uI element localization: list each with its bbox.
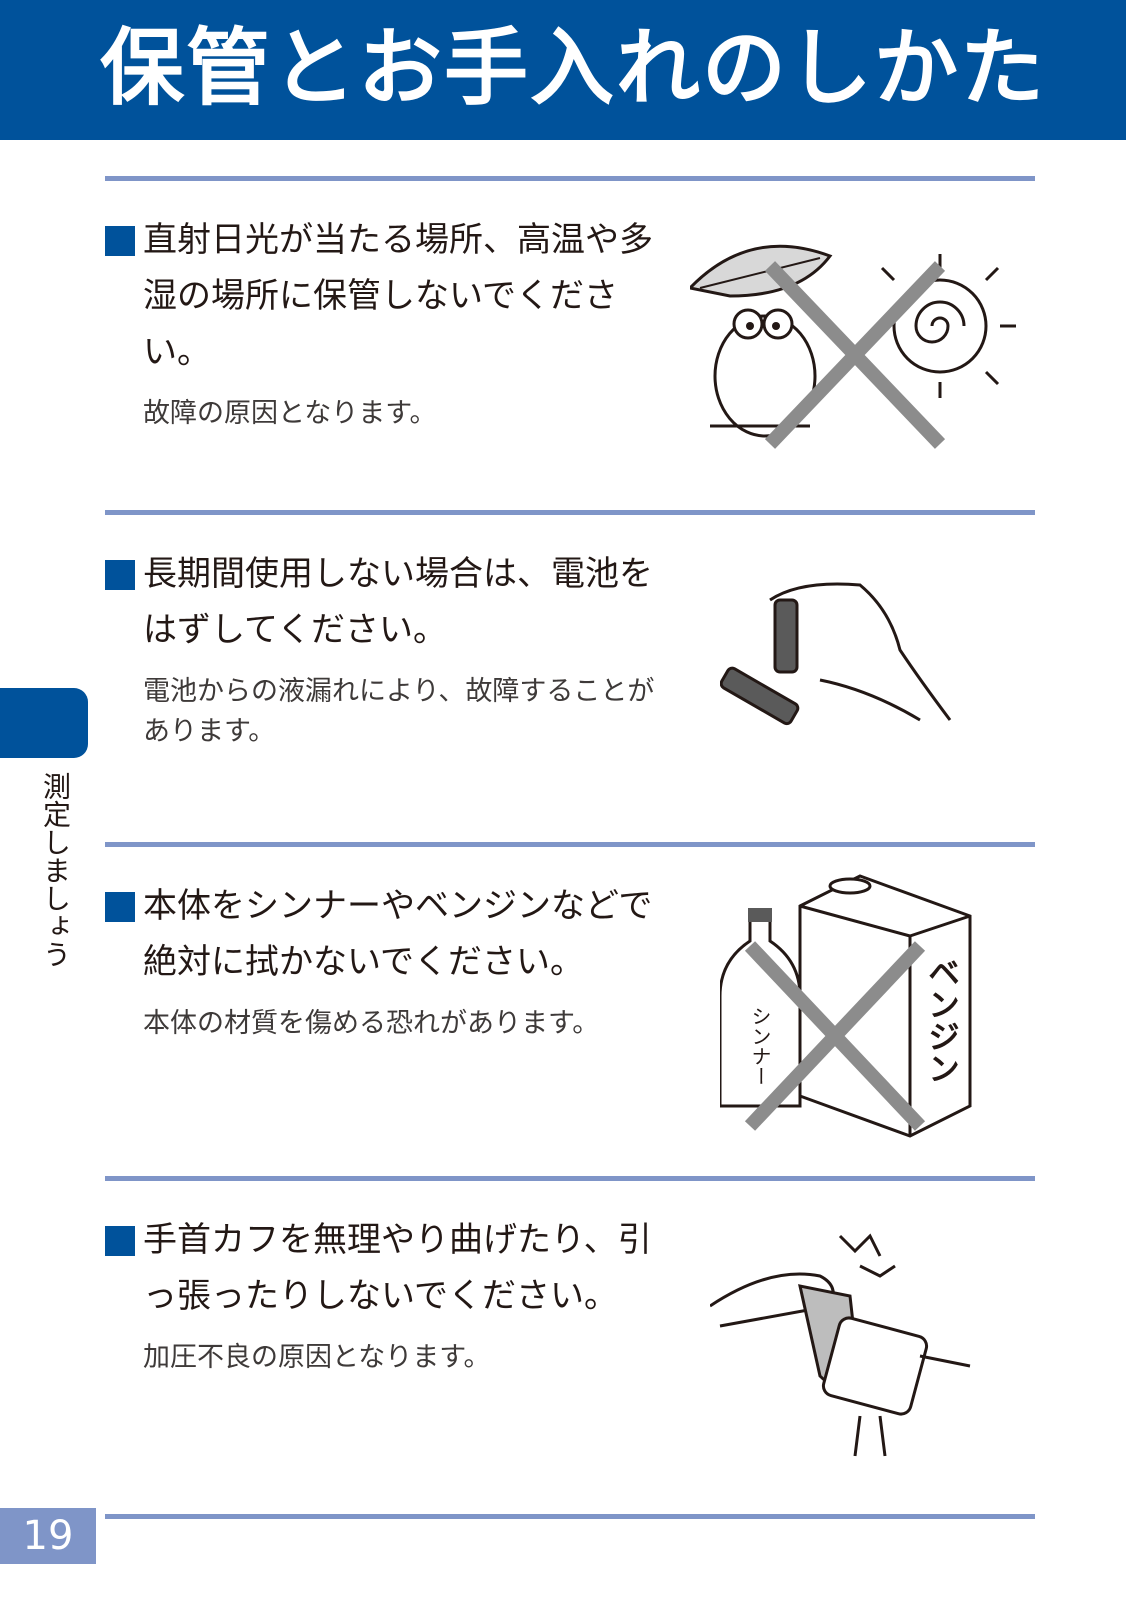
bent-cuff-illustration — [710, 1233, 971, 1457]
section-divider — [105, 1176, 1035, 1181]
chapter-tab — [0, 688, 88, 758]
section-heading: 直射日光が当たる場所、高温や多湿の場所に保管しないでください。 — [143, 220, 653, 372]
section-battery-removal: 長期間使用しない場合は、電池をはずしてください。 電池からの液漏れにより、故障す… — [105, 546, 665, 752]
square-bullet-icon — [105, 892, 135, 922]
benzine-label: ベンジン — [923, 956, 961, 1084]
solvents-prohibited-illustration: ベンジン シンナー — [720, 874, 972, 1138]
section-storage-location: 直射日光が当たる場所、高温や多湿の場所に保管しないでください。 故障の原因となり… — [105, 212, 665, 434]
footer-divider — [105, 1514, 1035, 1519]
section-note: 電池からの液漏れにより、故障することがあります。 — [143, 676, 655, 747]
section-heading: 本体をシンナーやベンジンなどで絶対に拭かないでください。 — [143, 886, 653, 982]
square-bullet-icon — [105, 226, 135, 256]
thinner-label: シンナー — [748, 1006, 772, 1086]
section-note: 加圧不良の原因となります。 — [143, 1342, 491, 1373]
page-title: 保管とお手入れのしかた — [100, 19, 1047, 117]
square-bullet-icon — [105, 560, 135, 590]
square-bullet-icon — [105, 1226, 135, 1256]
hand-battery-illustration — [720, 582, 952, 726]
frog-sun-prohibited-illustration — [690, 244, 1016, 449]
chapter-label: 測定しましょう — [39, 772, 72, 968]
section-divider — [105, 176, 1035, 181]
section-divider — [105, 510, 1035, 515]
page-header: 保管とお手入れのしかた — [0, 0, 1126, 140]
section-heading: 長期間使用しない場合は、電池をはずしてください。 — [143, 554, 653, 650]
section-no-solvents: 本体をシンナーやベンジンなどで絶対に拭かないでください。 本体の材質を傷める恐れ… — [105, 878, 665, 1044]
page-number: 19 — [0, 1508, 96, 1564]
section-cuff-handling: 手首カフを無理やり曲げたり、引っ張ったりしないでください。 加圧不良の原因となり… — [105, 1212, 665, 1378]
section-note: 故障の原因となります。 — [143, 398, 437, 429]
section-divider — [105, 842, 1035, 847]
section-heading: 手首カフを無理やり曲げたり、引っ張ったりしないでください。 — [143, 1220, 652, 1316]
section-note: 本体の材質を傷める恐れがあります。 — [143, 1008, 600, 1039]
